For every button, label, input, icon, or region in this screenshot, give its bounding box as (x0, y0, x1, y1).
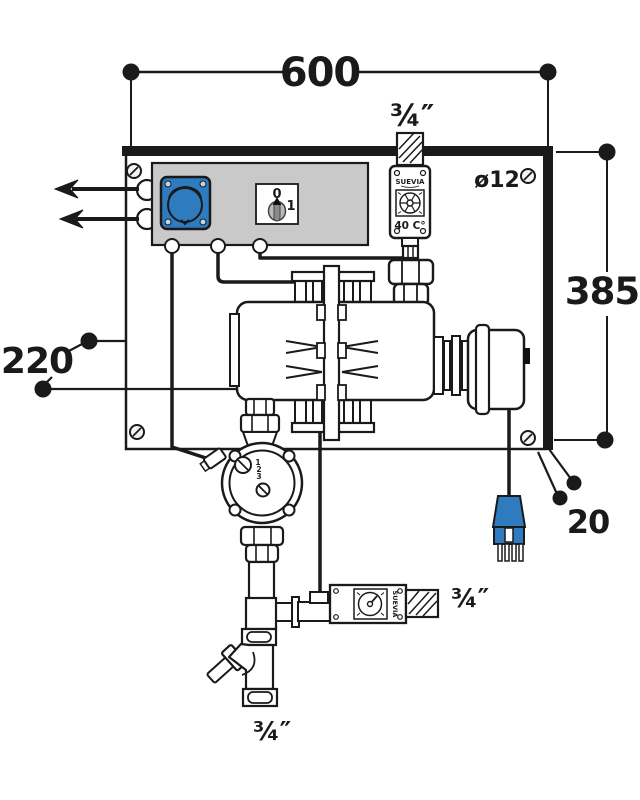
plug-pin (497, 543, 503, 562)
wire-to-pump (170, 245, 210, 461)
pump-speed-1: 1 (255, 458, 260, 467)
wire-arrow-icon (53, 179, 79, 199)
tee-body (244, 596, 278, 631)
bottom-thermostat: SUEVIA (291, 583, 440, 628)
plug-pin (511, 543, 517, 562)
dimension-offset-label: 220 (1, 341, 73, 382)
switch-off-label: 0 (272, 187, 281, 202)
dimension-thickness: 20 (536, 444, 610, 541)
valve-terminal (401, 244, 420, 260)
fins (285, 340, 379, 379)
cable-gland (252, 238, 268, 254)
dimension-thickness-label: 20 (567, 503, 610, 541)
pump-speed-selector: 1 2 3 (234, 456, 262, 481)
dimension-height: 385 (554, 143, 640, 449)
leader-dot (34, 380, 52, 398)
pump-center-screw (255, 482, 271, 498)
socket-notch (180, 219, 190, 226)
leader-dot (566, 475, 582, 491)
motor (433, 323, 530, 416)
switch-pointer-icon (272, 197, 282, 205)
hole-diameter-label: ø12 (474, 168, 520, 193)
screw-icon (520, 168, 536, 184)
dimension-width-label: 600 (280, 50, 361, 96)
power-plug (491, 495, 527, 562)
dimension-offset: 220 (1, 332, 237, 398)
plug-pin (504, 543, 510, 562)
pump-assembly: 1 2 3 (199, 397, 304, 631)
pump-speed-3: 3 (256, 472, 261, 481)
pipe-bolts (316, 304, 347, 401)
panel-screws (126, 163, 536, 446)
on-off-switch: 0 1 (255, 183, 299, 225)
cable-gland (210, 238, 226, 254)
pump-cable-gland (199, 447, 227, 473)
hex-nut (387, 258, 435, 307)
plug-pin (518, 543, 524, 562)
cable-gland (164, 238, 180, 254)
panel-right-edge (543, 146, 553, 450)
leader-dot (552, 490, 568, 506)
hex-nut (239, 525, 285, 564)
dimension-dot (539, 63, 557, 81)
wire-arrow-icon (58, 209, 84, 229)
socket-screw-icon (164, 218, 172, 226)
pump-speed-2: 2 (256, 465, 261, 474)
screw-icon (520, 430, 536, 446)
dimension-dot (122, 63, 140, 81)
dimension-width: 600 (122, 50, 557, 148)
dimension-dot (598, 143, 616, 161)
drain-valve-body (227, 642, 275, 691)
leader-dot (80, 332, 98, 350)
valve-temp-label: 40 C° (394, 220, 425, 232)
tee-branch (274, 602, 294, 622)
pump-lug (282, 503, 296, 517)
thermostat-brand-label: SUEVIA (391, 591, 399, 618)
control-box: 0 1 (150, 161, 370, 254)
heat-exchanger (229, 264, 530, 442)
bottom-pipe-label: ¾″ (253, 717, 292, 747)
hex-nut (239, 397, 281, 434)
socket-screw-icon (199, 218, 207, 226)
top-pipe-label: ¾″ (390, 99, 434, 134)
top-thermostat-valve: SUEVIA 40 C° (387, 131, 435, 307)
center-pipe (322, 264, 341, 442)
side-pipe-label: ¾″ (451, 584, 490, 614)
screw-icon (129, 424, 145, 440)
pump-lug (282, 449, 296, 463)
drain-valve (206, 627, 279, 708)
panel-top-edge (122, 146, 553, 156)
socket-face (167, 187, 203, 223)
thermostat-gland (309, 591, 329, 604)
screw-icon (126, 163, 142, 179)
valve-brand-label: SUEVIA (396, 178, 426, 186)
dimension-height-label: 385 (565, 270, 639, 313)
wire-to-heater (216, 245, 296, 284)
motor-terminal (523, 348, 530, 364)
socket-screw-icon (164, 180, 172, 188)
socket-screw-icon (199, 180, 207, 188)
dimension-dot (596, 431, 614, 449)
pump-lug (228, 503, 242, 517)
switch-on-label: 1 (286, 199, 295, 214)
power-socket (159, 175, 212, 231)
socket-lid (168, 185, 202, 199)
